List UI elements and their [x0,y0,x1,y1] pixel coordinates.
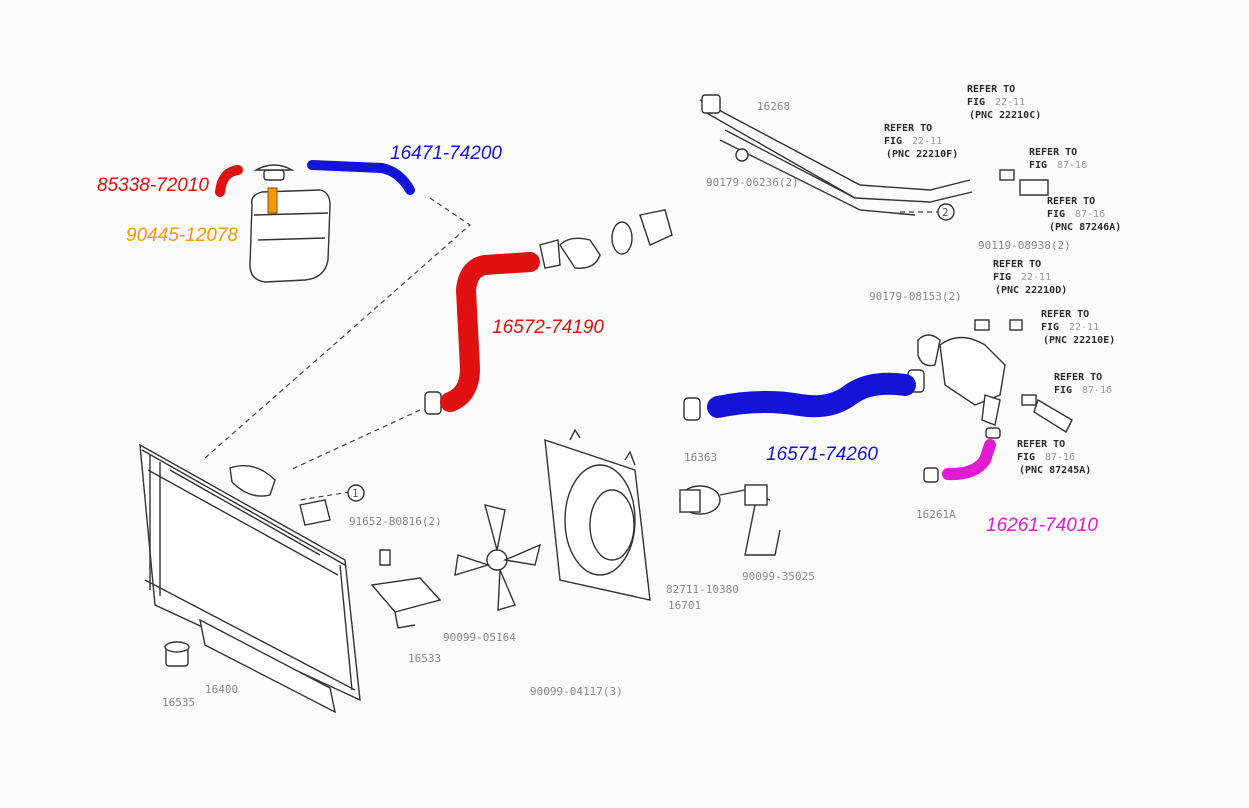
refer-to-8: REFER TO FIG 87-16 (PNC 87245A) [1017,439,1091,476]
drain-plug [164,641,190,667]
radiator [139,443,361,714]
water-inlet [539,209,673,269]
part-16535: 16535 [162,696,195,709]
refer-to-5: REFER TO FIG 22-11 (PNC 22210D) [993,259,1067,296]
ref-4-num: 87-16 [1075,209,1105,220]
ref-6-pnc: (PNC 22210E) [1043,335,1115,346]
part-90099-05164: 90099-05164 [443,631,516,644]
ref-5-line1: REFER TO [993,259,1041,270]
reservoir-hose [307,160,415,195]
part-16533: 16533 [408,652,441,665]
callout-upper-hose: 16572-74190 [492,317,604,338]
ref-1-pnc: (PNC 22210C) [969,110,1041,121]
overflow-hose [215,165,243,197]
ref-4-fig: FIG [1047,209,1065,220]
radiator-bracket [370,549,442,629]
colored-hoses [215,160,996,481]
callout-bypass-hose: 16261-74010 [986,515,1098,536]
ref-1-num: 22-11 [995,97,1025,108]
ref-2-pnc: (PNC 22210F) [886,149,958,160]
ref-8-line1: REFER TO [1017,439,1065,450]
water-outlet [917,169,1073,434]
ref-6-fig: FIG [1041,322,1059,333]
dashed-leaders [204,197,940,501]
refer-to-2: REFER TO FIG 22-11 (PNC 22210F) [884,123,958,160]
circle-markers: 1 2 [347,203,955,502]
circle-2-label: 2 [942,206,949,219]
circle-1-label: 1 [352,487,359,500]
ref-1-fig: FIG [967,97,985,108]
ref-5-num: 22-11 [1021,272,1051,283]
ref-7-fig: FIG [1054,385,1072,396]
ref-5-fig: FIG [993,272,1011,283]
part-16400: 16400 [205,683,238,696]
ref-5-pnc: (PNC 22210D) [995,285,1067,296]
ref-7-num: 87-16 [1082,385,1112,396]
fan-shroud [544,428,651,601]
refer-to-4: REFER TO FIG 87-16 (PNC 87246A) [1047,196,1121,233]
callout-lower-hose: 16571-74260 [766,444,878,465]
part-90179-06236: 90179-06236(2) [706,176,799,189]
part-82711-10380: 82711-10380 [666,583,739,596]
ref-3-num: 87-16 [1057,160,1087,171]
part-16261a: 16261A [916,508,956,521]
cap-clamp [267,187,278,214]
refer-to-6: REFER TO FIG 22-11 (PNC 22210E) [1041,309,1115,346]
part-16363: 16363 [684,451,717,464]
ref-2-num: 22-11 [912,136,942,147]
part-90099-04117: 90099-04117(3) [530,685,623,698]
ref-3-line1: REFER TO [1029,147,1077,158]
ref-3-fig: FIG [1029,160,1047,171]
refer-to-7: REFER TO FIG 87-16 [1054,372,1112,396]
callout-reservoir-hose: 16471-74200 [390,143,502,164]
ref-2-fig: FIG [884,136,902,147]
ref-4-line1: REFER TO [1047,196,1095,207]
part-16268: 16268 [757,100,790,113]
ref-6-num: 22-11 [1069,322,1099,333]
ref-6-line1: REFER TO [1041,309,1089,320]
part-91652-b0816: 91652-B0816(2) [349,515,442,528]
part-numbers: 16268 90179-06236(2) 90119-08938(2) 9017… [162,100,1071,709]
ref-1-line1: REFER TO [967,84,1015,95]
ref-4-pnc: (PNC 87246A) [1049,222,1121,233]
refer-to-1: REFER TO FIG 22-11 (PNC 22210C) [967,84,1041,121]
ref-7-line1: REFER TO [1054,372,1102,383]
ref-8-num: 87-16 [1045,452,1075,463]
fan-motor [679,484,781,556]
part-90179-08153: 90179-08153(2) [869,290,962,303]
ref-8-pnc: (PNC 87245A) [1019,465,1091,476]
refer-to-3: REFER TO FIG 87-16 [1029,147,1087,171]
callout-cap-clamp: 90445-12078 [126,225,238,246]
ref-8-fig: FIG [1017,452,1035,463]
bypass-hose [942,439,996,481]
ref-2-line1: REFER TO [884,123,932,134]
part-90119-08938: 90119-08938(2) [978,239,1071,252]
part-90099-35025: 90099-35025 [742,570,815,583]
lower-hose [707,372,916,418]
callout-overflow-hose: 85338-72010 [97,175,209,196]
upper-hose [440,252,540,412]
fan-blade [454,504,542,611]
part-16701: 16701 [668,599,701,612]
reservoir-tank [249,164,331,283]
water-pipe [699,94,973,216]
